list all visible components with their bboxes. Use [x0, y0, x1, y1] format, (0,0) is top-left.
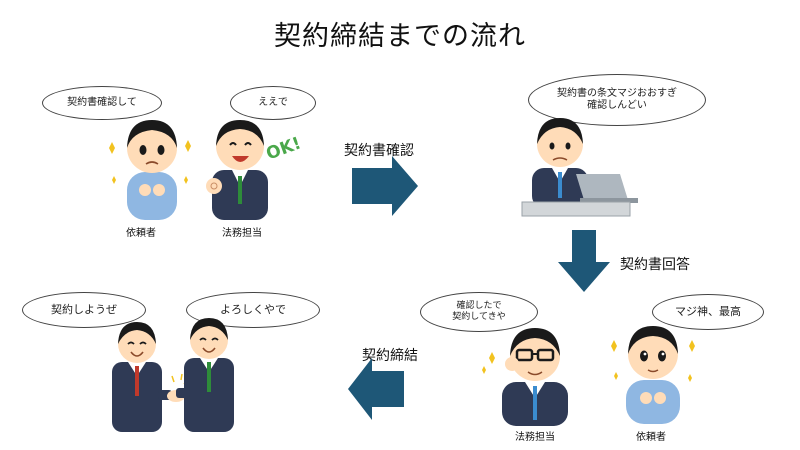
bubble-sign-1: 契約しようぜ — [22, 292, 146, 328]
bubble-sign-2: よろしくやで — [186, 292, 320, 328]
ok-mark: OK! — [264, 134, 304, 165]
arrow-left — [348, 358, 404, 420]
bubble-client-happy: マジ神、最高 — [652, 294, 764, 330]
role-label-legal-bottom: 法務担当 — [515, 432, 555, 443]
handshake-figure-left — [112, 322, 172, 432]
role-label-legal-top: 法務担当 — [222, 228, 262, 239]
bubble-legal-review: 契約書の条文マジおおすぎ 確認しんどい — [528, 74, 706, 126]
arrow-down — [558, 230, 610, 292]
bubble-legal-done: 確認したで 契約してきや — [420, 292, 538, 332]
bubble-legal-ok: ええで — [230, 86, 316, 120]
legal-bottom-figure — [482, 328, 568, 426]
step-label-sign: 契約締結 — [362, 348, 418, 364]
role-label-client-bottom: 依頼者 — [636, 432, 666, 443]
bubble-client-request: 契約書確認して — [42, 86, 162, 120]
handshake-figure-right — [176, 318, 234, 432]
client-bottom-figure — [611, 326, 695, 424]
step-label-answer: 契約書回答 — [620, 257, 690, 273]
step-label-review: 契約書確認 — [344, 143, 414, 159]
legal-desk-figure — [521, 118, 638, 217]
arrow-right — [352, 156, 418, 216]
client-top-figure — [109, 120, 191, 220]
role-label-client-top: 依頼者 — [126, 228, 156, 239]
page-title: 契約締結までの流れ — [274, 21, 526, 52]
legal-top-figure: OK! — [206, 120, 304, 220]
